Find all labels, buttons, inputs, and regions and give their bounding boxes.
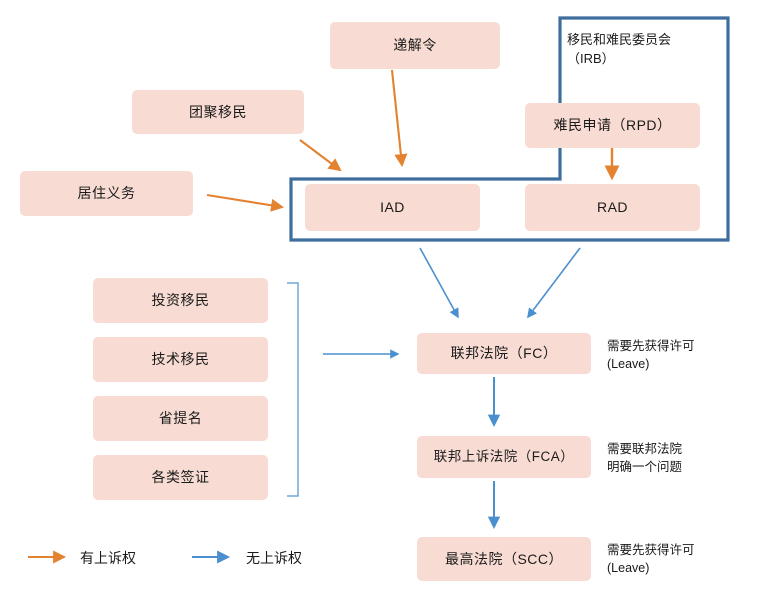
node-various-visas[interactable]: 各类签证 (93, 455, 268, 500)
legend-no-appeal-right-label: 无上诉权 (246, 550, 302, 566)
note-federal-court-of-appeal: 需要联邦法院 明确一个问题 (607, 442, 683, 474)
node-investment-immigration-label: 投资移民 (151, 292, 210, 309)
node-residency-obligation[interactable]: 居住义务 (20, 171, 193, 216)
arrow-iad-to-fc (419, 247, 459, 319)
node-refugee-claim-rpd[interactable]: 难民申请（RPD） (525, 103, 700, 148)
node-skilled-immigration-label: 技术移民 (151, 351, 210, 368)
irb-container-title: 移民和难民委员会 （IRB） (567, 32, 672, 66)
node-investment-immigration[interactable]: 投资移民 (93, 278, 268, 323)
legend-has-appeal-right-label: 有上诉权 (80, 550, 136, 566)
arrow-residency-to-iad (206, 193, 285, 212)
note-supreme-court: 需要先获得许可 (Leave) (607, 543, 695, 575)
node-rad[interactable]: RAD (525, 184, 700, 231)
node-provincial-nominee-label: 省提名 (158, 410, 203, 427)
node-supreme-court[interactable]: 最高法院（SCC） (417, 537, 591, 581)
arrow-deportation-to-iad (390, 69, 408, 168)
node-federal-court-of-appeal[interactable]: 联邦上诉法院（FCA） (417, 436, 591, 478)
node-rad-label: RAD (596, 199, 629, 216)
category-group-bracket (287, 282, 299, 497)
note-federal-court: 需要先获得许可 (Leave) (607, 339, 695, 371)
node-iad[interactable]: IAD (305, 184, 480, 231)
node-family-reunification-label: 团聚移民 (189, 103, 247, 120)
node-provincial-nominee[interactable]: 省提名 (93, 396, 268, 441)
node-residency-obligation-label: 居住义务 (77, 185, 136, 202)
irb-container-outline (289, 16, 730, 242)
arrow-family-to-iad (299, 139, 342, 172)
node-federal-court-label: 联邦法院（FC） (450, 345, 558, 362)
node-federal-court[interactable]: 联邦法院（FC） (417, 333, 591, 374)
node-iad-label: IAD (380, 199, 405, 216)
node-federal-court-of-appeal-label: 联邦上诉法院（FCA） (433, 448, 575, 464)
node-supreme-court-label: 最高法院（SCC） (444, 550, 564, 567)
node-deportation-order[interactable]: 递解令 (330, 22, 500, 69)
node-family-reunification[interactable]: 团聚移民 (132, 90, 304, 134)
node-deportation-order-label: 递解令 (393, 37, 437, 54)
node-various-visas-label: 各类签证 (151, 469, 210, 486)
node-skilled-immigration[interactable]: 技术移民 (93, 337, 268, 382)
arrow-rad-to-fc (527, 247, 581, 319)
node-refugee-claim-rpd-label: 难民申请（RPD） (553, 117, 672, 134)
